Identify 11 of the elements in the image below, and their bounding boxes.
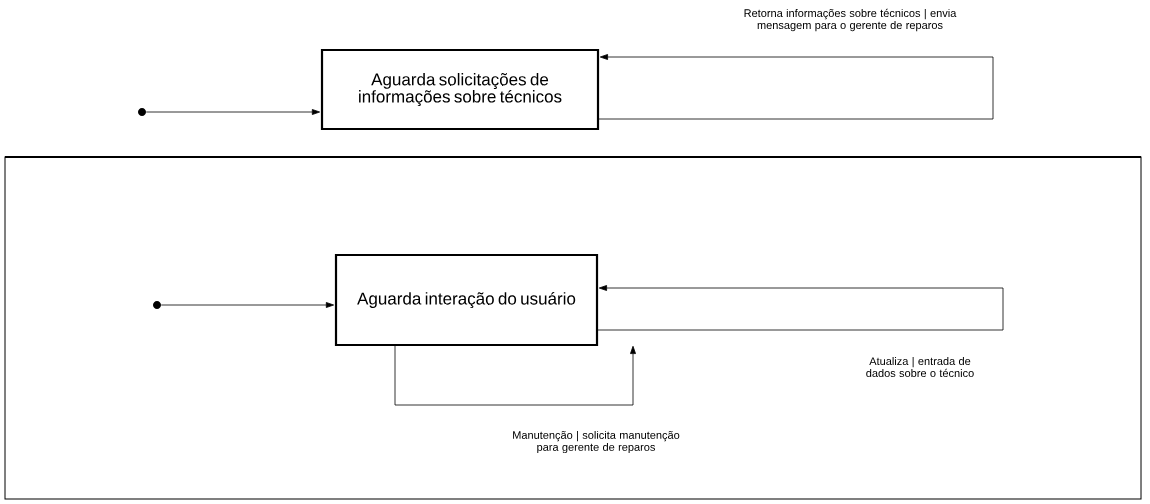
arrow bbox=[145, 109, 321, 115]
state-box: Aguarda solicitações de informações sobre técnicos bbox=[320, 48, 600, 131]
edge-label: Atualiza | entrada de dados sobre o técnico bbox=[866, 356, 974, 378]
edge-label: Retorna informações sobre técnicos | envia mensagem para o gerente de reparos bbox=[744, 8, 957, 32]
arrow bbox=[597, 54, 994, 120]
edge-label: Manutenção | solicita manutenção para gerente de reparos bbox=[513, 430, 680, 454]
state-box: Aguarda interação do usuário bbox=[334, 253, 599, 347]
frame-box bbox=[4, 156, 1142, 500]
arrow bbox=[394, 344, 636, 406]
arrow bbox=[596, 285, 1004, 331]
arrow bbox=[160, 302, 335, 308]
